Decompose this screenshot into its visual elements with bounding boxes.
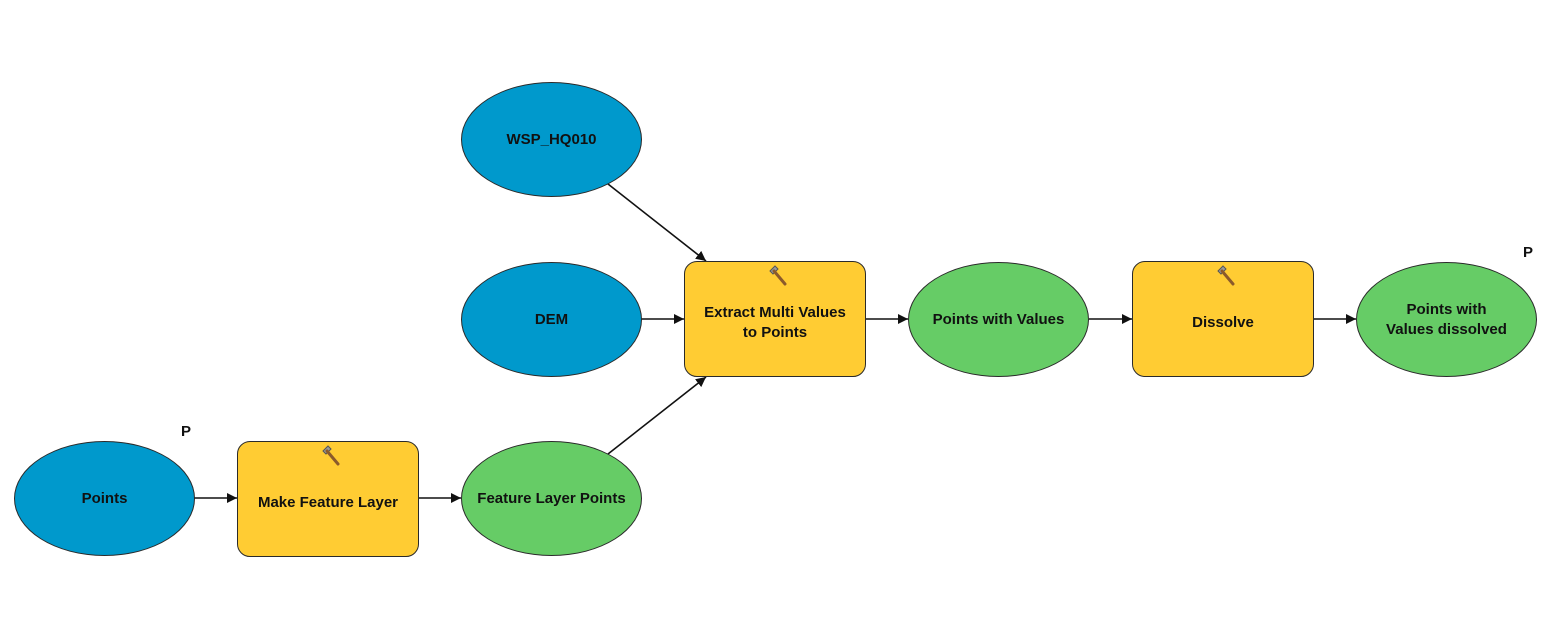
node-points[interactable]: Points xyxy=(14,441,195,556)
node-feature-layer-points[interactable]: Feature Layer Points xyxy=(461,441,642,556)
hammer-icon xyxy=(322,445,340,466)
node-label: Dissolve xyxy=(1192,314,1254,331)
connector-feature-layer-points-to-extract xyxy=(607,376,707,455)
node-label: DEM xyxy=(534,310,569,328)
node-wsp-hq010[interactable]: WSP_HQ010 xyxy=(461,82,642,197)
node-make-feature-layer[interactable]: Make Feature Layer xyxy=(237,441,419,557)
node-label: Extract Multi Values to Points xyxy=(704,304,846,341)
node-points-with-values[interactable]: Points with Values xyxy=(908,262,1089,377)
node-label: Points with Values xyxy=(932,310,1065,328)
hammer-icon xyxy=(769,265,787,286)
node-extract-multi-values-to-points[interactable]: Extract Multi Values to Points xyxy=(684,261,866,377)
node-label: Points with Values dissolved xyxy=(1386,300,1507,338)
node-label: Feature Layer Points xyxy=(477,489,626,507)
node-label: Points xyxy=(81,489,128,507)
node-dem[interactable]: DEM xyxy=(461,262,642,377)
connector-wsp-to-extract xyxy=(607,183,707,262)
parameter-marker: P xyxy=(1523,244,1534,261)
parameter-marker: P xyxy=(181,423,192,440)
node-dissolve[interactable]: Dissolve xyxy=(1132,261,1314,377)
hammer-icon xyxy=(1217,265,1235,286)
node-points-with-values-dissolved[interactable]: Points with Values dissolved xyxy=(1356,262,1537,377)
node-label: Make Feature Layer xyxy=(257,494,399,511)
node-label: WSP_HQ010 xyxy=(506,130,597,148)
